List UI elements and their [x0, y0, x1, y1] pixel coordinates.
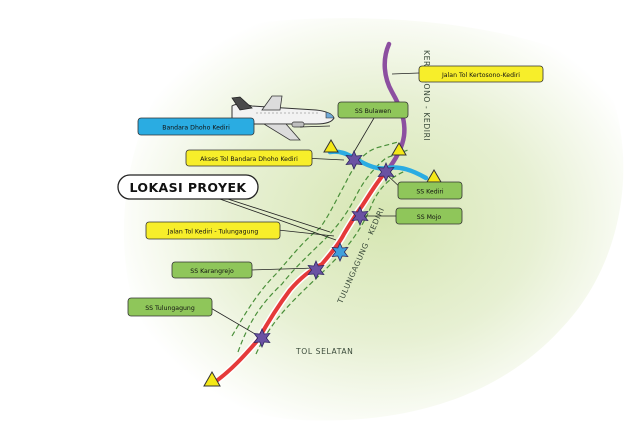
leader-line — [208, 306, 263, 339]
project-location-label: LOKASI PROYEK — [117, 174, 259, 200]
terminal-triangle-icon — [391, 142, 407, 156]
region-label-kertosono-kediri: KERTOSONO - KEDIRI — [422, 50, 431, 141]
label-ss-bulawen: SS Bulawen — [337, 101, 409, 119]
leader-line — [250, 267, 317, 271]
region-label-tol-selatan: TOL SELATAN — [295, 347, 353, 356]
airport-label-text: Bandara Dhoho Kediri — [162, 125, 230, 132]
interchange-star-icon — [253, 328, 271, 348]
label-jalan-tol-kediri-tulungagung: Jalan Tol Kediri - Tulungagung — [145, 221, 281, 240]
interchange-star-icon — [331, 242, 349, 262]
leader-line — [299, 125, 331, 128]
leader-line — [199, 191, 337, 241]
label-ss-kediri: SS Kediri — [397, 181, 463, 200]
toll-airport-access-line — [327, 149, 429, 181]
road-label-text: Akses Tol Bandara Dhoho Kediri — [200, 156, 298, 163]
interchange-star-icon — [351, 206, 369, 226]
label-akses-tol-bandara: Akses Tol Bandara Dhoho Kediri — [185, 149, 313, 167]
label-jalan-tol-kertosono-kediri: Jalan Tol Kertosono-Kediri — [418, 65, 544, 83]
label-bandara-dhoho-kediri: Bandara Dhoho Kediri — [137, 117, 255, 136]
station-label-text: SS Mojo — [417, 214, 442, 221]
terminal-triangle-icon — [323, 139, 339, 153]
road-label-text: Jalan Tol Kertosono-Kediri — [441, 72, 520, 79]
project-label-text: LOKASI PROYEK — [130, 180, 248, 195]
interchange-star-icon — [307, 260, 325, 280]
station-label-text: SS Karangrejo — [190, 268, 234, 275]
label-ss-tulungagung: SS Tulungagung — [127, 297, 213, 317]
terminal-triangle-icon — [203, 370, 221, 387]
station-label-text: SS Kediri — [416, 189, 444, 196]
station-label-text: SS Tulungagung — [145, 305, 195, 312]
leader-line — [353, 117, 375, 153]
road-label-text: Jalan Tol Kediri - Tulungagung — [167, 229, 259, 236]
station-label-text: SS Bulawen — [355, 108, 391, 115]
label-ss-mojo: SS Mojo — [395, 207, 463, 225]
interchange-star-icon — [345, 150, 363, 170]
airplane-icon — [231, 95, 335, 141]
interchange-star-icon — [377, 162, 395, 182]
leader-line — [277, 229, 335, 237]
leader-line — [391, 72, 420, 75]
label-ss-karangrejo: SS Karangrejo — [171, 261, 253, 279]
